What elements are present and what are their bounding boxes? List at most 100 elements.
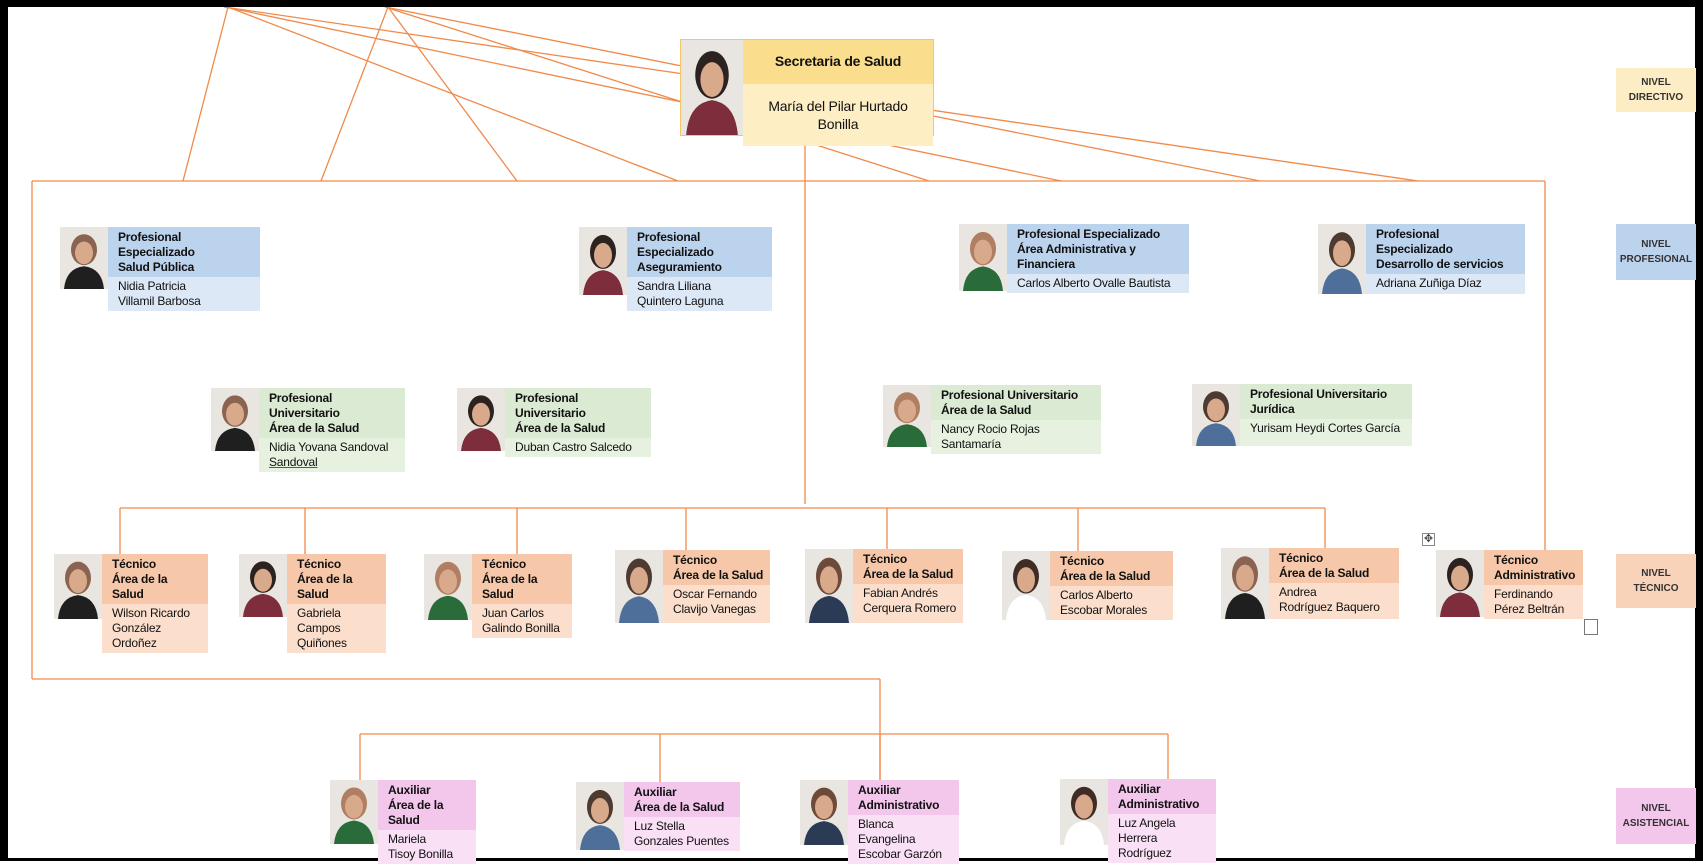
- connector-lines: [31, 7, 1546, 782]
- avatar: [615, 550, 663, 623]
- role-title-line: Profesional Universitario: [1250, 387, 1388, 401]
- person-name-line: Juan Carlos: [482, 606, 544, 620]
- role-title-line: Profesional Especializado: [1017, 227, 1161, 241]
- avatar: [239, 554, 287, 617]
- person-name-line: Yurisam Heydi Cortes García: [1250, 421, 1400, 435]
- role-title-line: Área de la Salud: [112, 572, 168, 601]
- level-label-line: DIRECTIVO: [1628, 92, 1684, 103]
- avatar: [681, 40, 743, 135]
- person-photo-icon: [576, 782, 624, 850]
- avatar: [424, 554, 472, 620]
- level-label-directivo: NIVEL DIRECTIVO: [1616, 68, 1696, 112]
- role-title-line: Técnico: [673, 553, 717, 567]
- person-name-line: Galindo Bonilla: [482, 621, 560, 635]
- avatar: [1221, 548, 1269, 619]
- person-name-line: Cerquera Romero: [863, 601, 957, 615]
- person-name-line: Gonzales Puentes: [634, 834, 729, 848]
- role-title-line: Área Administrativa y Financiera: [1017, 242, 1136, 271]
- person-name-line: Gabriela Campos: [297, 606, 341, 635]
- person-photo-icon: [1318, 224, 1366, 294]
- person-name-line: Nancy Rocio Rojas Santamaría: [941, 422, 1040, 451]
- role-title-line: Área de la Salud: [941, 403, 1032, 417]
- level-label-line: NIVEL: [1641, 77, 1671, 88]
- person-name-line: Fabian Andrés: [863, 586, 938, 600]
- director-box: Secretaria de Salud María del Pilar Hurt…: [680, 39, 934, 146]
- person-name-line: González Ordoñez: [112, 621, 162, 650]
- role-title-line: Salud Pública: [118, 260, 195, 274]
- role-title-line: Técnico: [297, 557, 341, 571]
- checkbox-icon[interactable]: [1584, 619, 1598, 635]
- role-title-line: Administrativo: [1118, 797, 1200, 811]
- person-name-line: Blanca Evangelina: [858, 817, 916, 846]
- person-name-line: Carlos Alberto: [1060, 588, 1133, 602]
- avatar: [800, 780, 848, 845]
- role-title-line: Jurídica: [1250, 402, 1295, 416]
- role-title-line: Área de la Salud: [863, 567, 954, 581]
- person-name-line: Luz Angela: [1118, 816, 1176, 830]
- person-name-line: Luz Stella: [634, 819, 685, 833]
- level-label-line: ASISTENCIAL: [1622, 818, 1690, 829]
- role-title-line: Aseguramiento: [637, 260, 722, 274]
- person-photo-icon: [681, 40, 743, 135]
- role-title-line: Profesional Especializado: [118, 230, 195, 259]
- person-name-line: Nidia Patricia: [118, 279, 186, 293]
- person-photo-icon: [1436, 550, 1484, 617]
- person-photo-icon: [800, 780, 848, 845]
- undefined: [227, 7, 679, 182]
- person-name-line: Clavijo Vanegas: [673, 602, 756, 616]
- avatar: [576, 782, 624, 850]
- person-photo-icon: [959, 224, 1007, 291]
- person-name-line: Wilson Ricardo: [112, 606, 190, 620]
- undefined: [320, 7, 389, 182]
- person-photo-icon: [579, 227, 627, 295]
- role-title-line: Profesional Especializado: [637, 230, 714, 259]
- person-name-line: Escobar Morales: [1060, 603, 1148, 617]
- person-name-line: Quintero Laguna: [637, 294, 724, 308]
- person-photo-icon: [211, 388, 259, 451]
- role-title-line: Administrativo: [1494, 568, 1576, 582]
- role-title-line: Auxiliar: [858, 783, 901, 797]
- undefined: [182, 7, 229, 182]
- avatar: [330, 780, 378, 844]
- person-photo-icon: [805, 549, 853, 623]
- role-title-line: Técnico: [482, 557, 526, 571]
- avatar: [1318, 224, 1366, 294]
- undefined: [384, 7, 930, 182]
- role-title-line: Auxiliar: [388, 783, 431, 797]
- move-handle-icon[interactable]: ✥: [1422, 533, 1435, 546]
- person-photo-icon: [60, 227, 108, 289]
- role-title-line: Área de la Salud: [482, 572, 538, 601]
- role-title-line: Área de la Salud: [515, 421, 606, 435]
